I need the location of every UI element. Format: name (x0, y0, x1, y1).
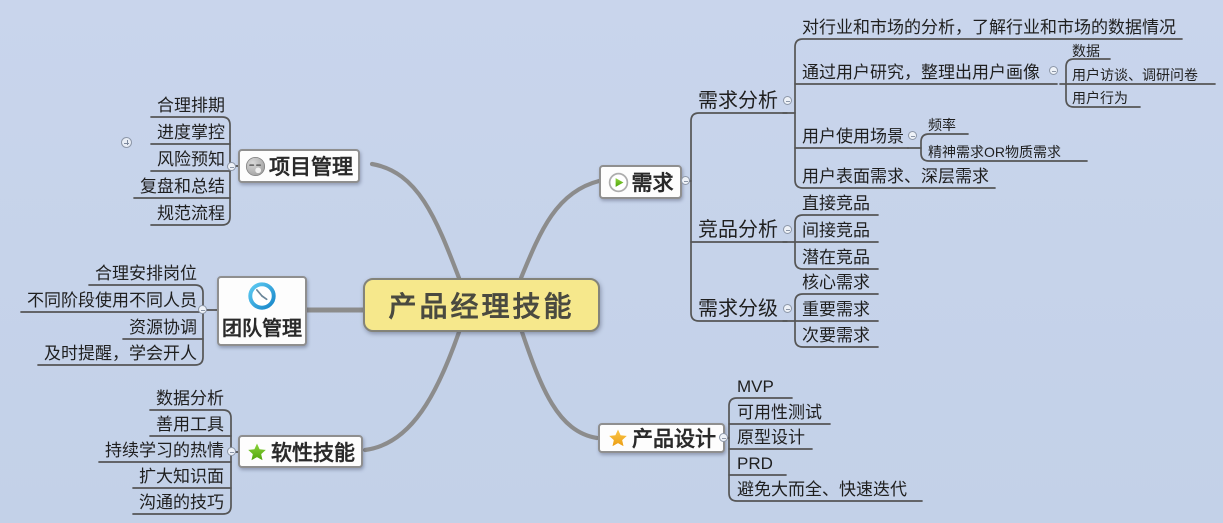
subtopic[interactable]: 规范流程 (157, 204, 225, 223)
subtopic[interactable]: 复盘和总结 (140, 177, 225, 196)
subtopic[interactable]: 重要需求 (802, 300, 870, 319)
subtopic[interactable]: 进度掌控 (157, 123, 225, 142)
subtopic[interactable]: 潜在竞品 (802, 248, 870, 267)
subtopic[interactable]: 用户使用场景 (802, 127, 904, 146)
subtopic-competitor-analysis[interactable]: 竞品分析 (698, 219, 778, 241)
central-topic-label: 产品经理技能 (388, 291, 575, 322)
collapse-dot-icon[interactable] (227, 447, 236, 456)
subtopic[interactable]: MVP (737, 377, 774, 396)
topic-requirement[interactable]: 需求 (599, 165, 682, 199)
subtopic[interactable]: 用户行为 (1072, 90, 1128, 106)
subtopic[interactable]: 可用性测试 (737, 403, 822, 422)
topic-label: 需求 (631, 172, 674, 195)
collapse-dot-icon[interactable] (908, 131, 917, 140)
subtopic[interactable]: 原型设计 (737, 428, 805, 447)
subtopic[interactable]: 及时提醒，学会开人 (44, 344, 197, 363)
collapse-dot-icon[interactable] (681, 176, 690, 185)
subtopic-requirement-analysis[interactable]: 需求分析 (698, 90, 778, 112)
topic-project-management[interactable]: 项目管理 (238, 149, 360, 183)
subtopic[interactable]: 善用工具 (156, 415, 224, 434)
collapse-dot-icon[interactable] (227, 162, 236, 171)
topic-product-design[interactable]: 产品设计 (598, 423, 725, 453)
clock-icon (247, 281, 277, 311)
collapse-dot-icon[interactable] (783, 304, 792, 313)
subtopic[interactable]: 次要需求 (802, 326, 870, 345)
subtopic[interactable]: 通过用户研究，整理出用户画像 (802, 63, 1040, 82)
subtopic-requirement-grading[interactable]: 需求分级 (698, 298, 778, 320)
subtopic[interactable]: 间接竞品 (802, 221, 870, 240)
subtopic[interactable]: 精神需求OR物质需求 (928, 144, 1061, 160)
subtopic[interactable]: 对行业和市场的分析，了解行业和市场的数据情况 (802, 18, 1176, 37)
subtopic[interactable]: 持续学习的热情 (105, 441, 224, 460)
subtopic[interactable]: 数据分析 (156, 389, 224, 408)
central-topic[interactable]: 产品经理技能 (363, 278, 600, 332)
plus-badge-icon[interactable] (121, 137, 132, 148)
subtopic[interactable]: PRD (737, 454, 773, 473)
sleepy-face-icon (245, 156, 266, 177)
collapse-dot-icon[interactable] (719, 433, 728, 442)
topic-soft-skills[interactable]: 软性技能 (238, 435, 363, 468)
yellow-star-icon (607, 427, 629, 449)
topic-label: 项目管理 (269, 156, 353, 179)
subtopic[interactable]: 合理安排岗位 (95, 264, 197, 283)
subtopic[interactable]: 数据 (1072, 43, 1100, 59)
collapse-dot-icon[interactable] (783, 225, 792, 234)
subtopic[interactable]: 合理排期 (157, 96, 225, 115)
green-star-icon (246, 441, 268, 463)
subtopic[interactable]: 避免大而全、快速迭代 (737, 480, 907, 499)
subtopic[interactable]: 用户表面需求、深层需求 (802, 167, 989, 186)
subtopic[interactable]: 扩大知识面 (139, 467, 224, 486)
topic-team-management[interactable]: 团队管理 (217, 276, 307, 346)
collapse-dot-icon[interactable] (783, 96, 792, 105)
collapse-dot-icon[interactable] (198, 305, 207, 314)
subtopic[interactable]: 用户访谈、调研问卷 (1072, 67, 1198, 83)
subtopic[interactable]: 不同阶段使用不同人员 (27, 291, 197, 310)
collapse-dot-icon[interactable] (1049, 66, 1058, 75)
topic-label: 产品设计 (632, 428, 716, 451)
subtopic[interactable]: 资源协调 (129, 318, 197, 337)
subtopic[interactable]: 核心需求 (802, 273, 870, 292)
play-icon (608, 172, 629, 193)
subtopic[interactable]: 直接竞品 (802, 194, 870, 213)
topic-label: 软性技能 (271, 441, 355, 465)
subtopic[interactable]: 频率 (928, 117, 956, 133)
subtopic[interactable]: 沟通的技巧 (139, 493, 224, 512)
topic-label: 团队管理 (222, 318, 302, 340)
subtopic[interactable]: 风险预知 (157, 150, 225, 169)
